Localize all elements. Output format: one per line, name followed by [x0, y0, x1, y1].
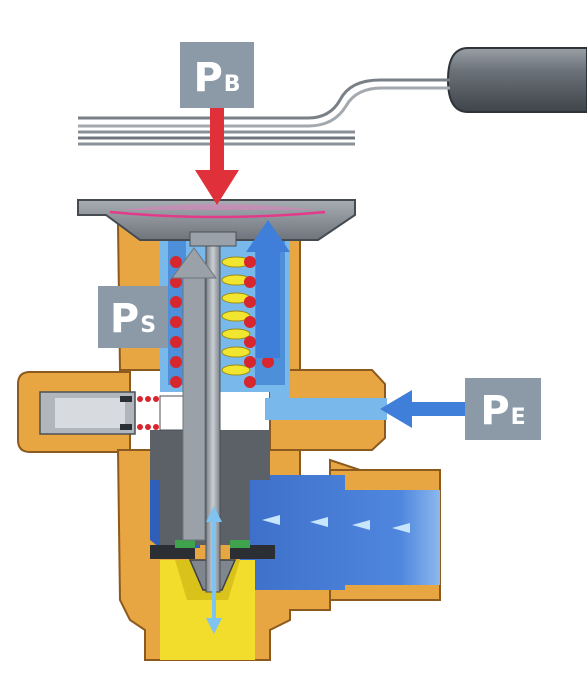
pressure-label-pe-sub: E: [510, 405, 526, 430]
pressure-label-pb-sub: B: [223, 72, 241, 97]
pressure-label-pe-main: P: [480, 388, 510, 434]
evaporator-pressure-arrow-up: [246, 220, 290, 358]
valve-seat: [150, 540, 275, 591]
pb-arrow: [195, 108, 239, 205]
superheat-adjuster: [39, 391, 199, 435]
sensing-bulb: [446, 47, 587, 113]
pe-arrow: [380, 390, 470, 428]
flow-arrows: [206, 506, 410, 634]
diaphragm-head: [77, 199, 356, 241]
push-rod: [189, 231, 237, 593]
pressure-label-pb-main: P: [193, 55, 223, 101]
ps-arrow: [171, 247, 217, 541]
capillary-tube: [78, 78, 450, 146]
pressure-label-ps-main: P: [109, 296, 140, 342]
pressure-label-ps-sub: S: [140, 313, 157, 338]
